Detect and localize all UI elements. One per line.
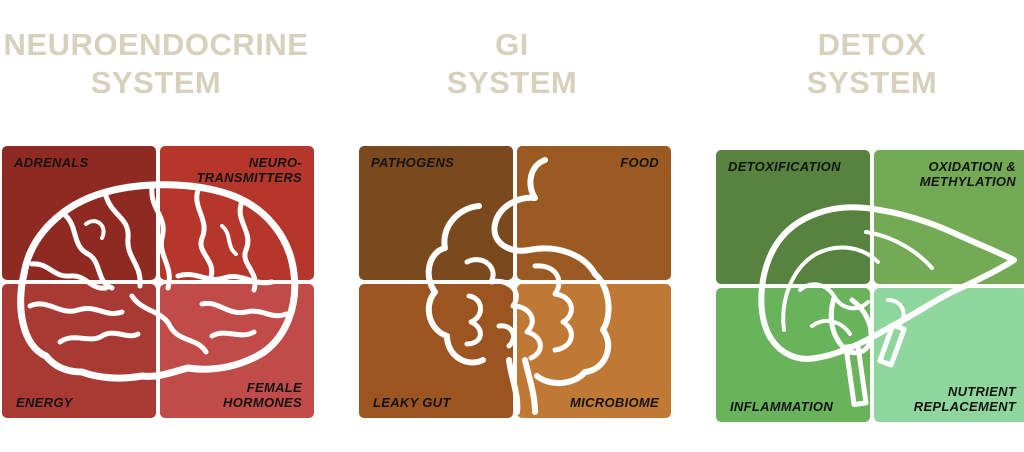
detox-title: DETOX SYSTEM	[716, 26, 1024, 102]
label-oxidation-methylation: OXIDATION &METHYLATION	[919, 159, 1016, 189]
quadrant-food	[517, 146, 671, 280]
neuroendocrine-title: NEUROENDOCRINE SYSTEM	[0, 26, 312, 102]
label-leaky-gut: LEAKY GUT	[373, 395, 451, 410]
label-food: FOOD	[620, 155, 659, 170]
quadrant-pathogens	[359, 146, 513, 280]
quadrant-microbiome	[517, 284, 671, 418]
detox-panel: DETOXIFICATION OXIDATION &METHYLATION IN…	[716, 150, 1024, 422]
label-inflammation: INFLAMMATION	[730, 399, 834, 414]
gi-panel: PATHOGENS FOOD LEAKY GUT MICROBIOME	[359, 146, 671, 418]
liver-icon	[758, 204, 1017, 408]
label-neurotransmitters: NEURO-TRANSMITTERS	[196, 155, 302, 185]
quadrant-female-hormones	[160, 284, 314, 418]
quadrant-leaky-gut	[359, 284, 513, 418]
quadrant-detoxification	[716, 150, 870, 284]
title-line-1: NEUROENDOCRINE	[3, 27, 309, 62]
neuroendocrine-panel: ADRENALS NEURO-TRANSMITTERS ENERGY FEMAL…	[2, 146, 314, 418]
label-energy: ENERGY	[16, 395, 73, 410]
label-microbiome: MICROBIOME	[570, 395, 659, 410]
title-line-2: SYSTEM	[90, 65, 222, 100]
label-detoxification: DETOXIFICATION	[728, 159, 841, 174]
label-adrenals: ADRENALS	[14, 155, 89, 170]
quadrant-nutrient-replacement	[874, 288, 1024, 422]
title-line-1: DETOX	[817, 27, 927, 62]
title-line-2: SYSTEM	[806, 65, 938, 100]
digestive-tract-icon	[425, 157, 612, 415]
label-pathogens: PATHOGENS	[371, 155, 455, 170]
title-line-2: SYSTEM	[446, 65, 578, 100]
brain-icon	[17, 181, 299, 382]
title-line-1: GI	[495, 27, 529, 62]
gi-title: GI SYSTEM	[356, 26, 668, 102]
